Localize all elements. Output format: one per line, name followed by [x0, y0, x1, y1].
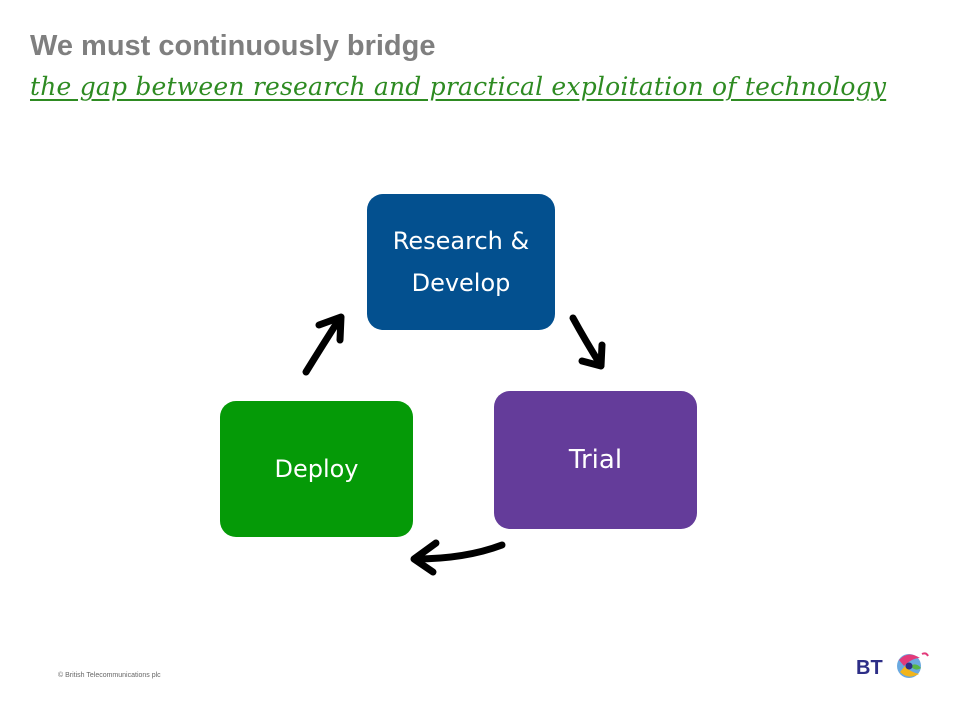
copyright-footer: © British Telecommunications plc: [58, 672, 161, 679]
trial-label: Trial: [568, 445, 623, 475]
arrow-research-to-trial-icon: [569, 314, 606, 370]
deploy-node: Deploy: [220, 401, 413, 537]
research-develop-node: Research & Develop: [367, 194, 555, 330]
deploy-label: Deploy: [274, 455, 359, 483]
arrow-trial-to-deploy-icon: [410, 539, 506, 576]
arrow-deploy-to-research-icon: [302, 313, 345, 376]
trial-node: Trial: [494, 391, 697, 529]
bt-logo-text: BT: [856, 657, 883, 679]
bt-logo: BT: [856, 652, 929, 679]
research-develop-label-line1: Research &: [392, 227, 530, 255]
research-develop-label-line2: Develop: [411, 269, 511, 297]
slide-title: We must continuously bridge: [30, 30, 436, 62]
slide-subtitle: the gap between research and practical e…: [30, 72, 887, 101]
bt-piper-globe-icon: [897, 652, 929, 678]
